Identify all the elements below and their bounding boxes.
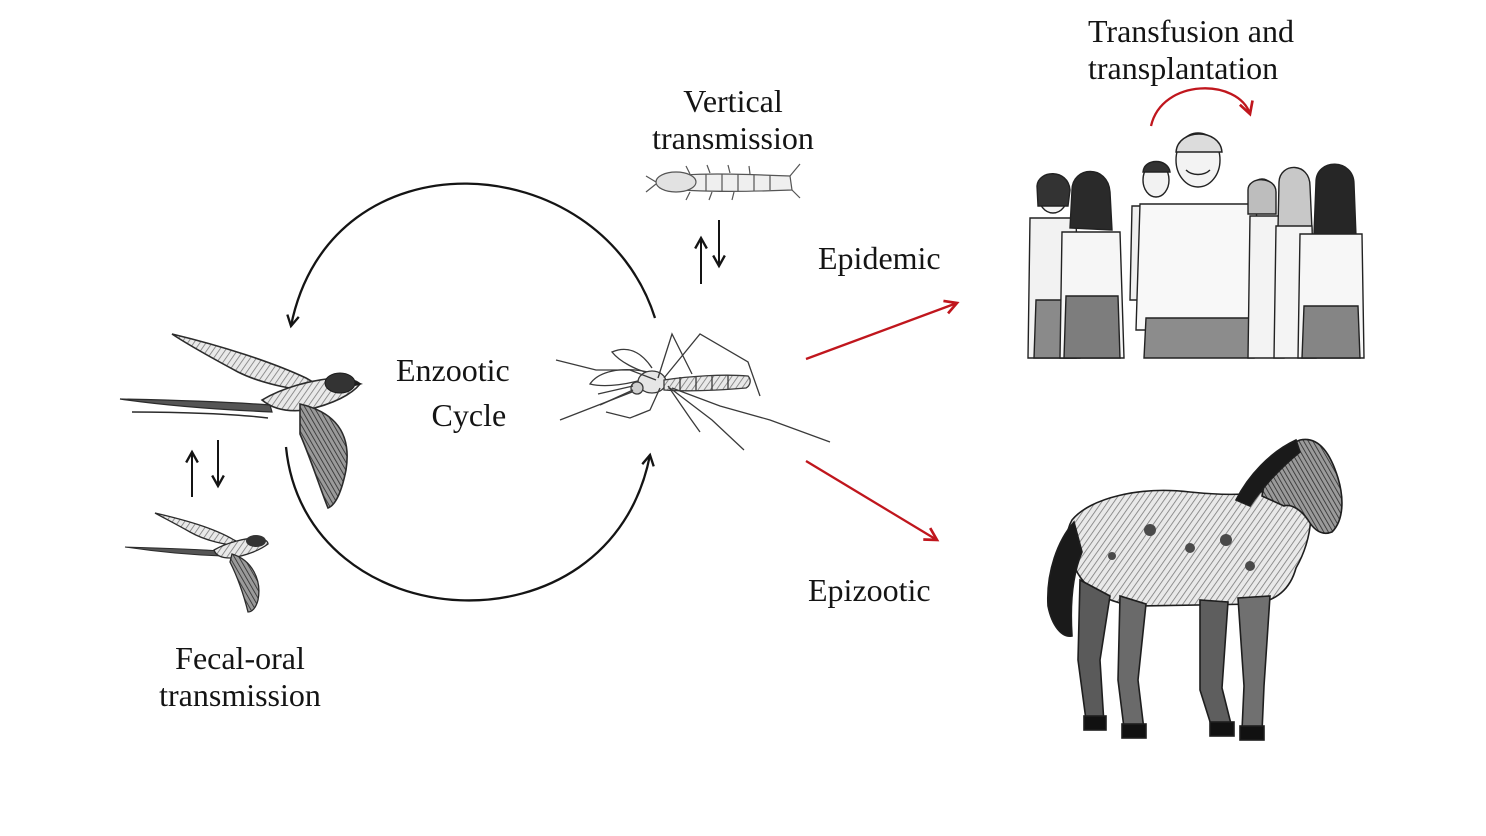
- fecal-line1: Fecal-oral: [175, 640, 305, 676]
- fecal-line2: transmission: [159, 677, 321, 713]
- epizootic-arrow: [805, 460, 937, 540]
- transfusion-arrow: [1149, 87, 1250, 127]
- mosquito-icon: [555, 332, 831, 451]
- vertical-line1: Vertical: [683, 83, 783, 119]
- vertical-transmission-label: Vertical transmission: [644, 83, 822, 157]
- mosquito-larva-icon: [645, 163, 801, 201]
- bidirectional-arrow-vertical: [701, 220, 719, 284]
- swallow-bird-icon: [119, 333, 363, 510]
- cycle-arc-top-arrow: [291, 182, 657, 326]
- transfusion-transplantation-label: Transfusion and transplantation: [1088, 13, 1294, 87]
- small-swallow-bird-icon: [124, 512, 269, 613]
- epidemic-arrow: [805, 303, 957, 361]
- transfusion-line1: Transfusion and: [1088, 13, 1294, 49]
- human-crowd-icon: [1027, 132, 1365, 359]
- bidirectional-arrow-birds: [192, 440, 218, 497]
- fecal-oral-transmission-label: Fecal-oral transmission: [150, 640, 330, 714]
- enzootic-line2: Cycle: [431, 397, 507, 433]
- horse-icon: [1047, 438, 1343, 741]
- epizootic-label: Epizootic: [808, 572, 931, 608]
- enzootic-cycle-label: Enzootic Cycle: [396, 352, 510, 434]
- vertical-line2: transmission: [652, 120, 814, 156]
- cycle-arc-bottom-arrow: [284, 446, 650, 602]
- epidemic-label: Epidemic: [818, 240, 941, 276]
- transfusion-line2: transplantation: [1088, 50, 1279, 86]
- enzootic-line1: Enzootic: [396, 352, 510, 388]
